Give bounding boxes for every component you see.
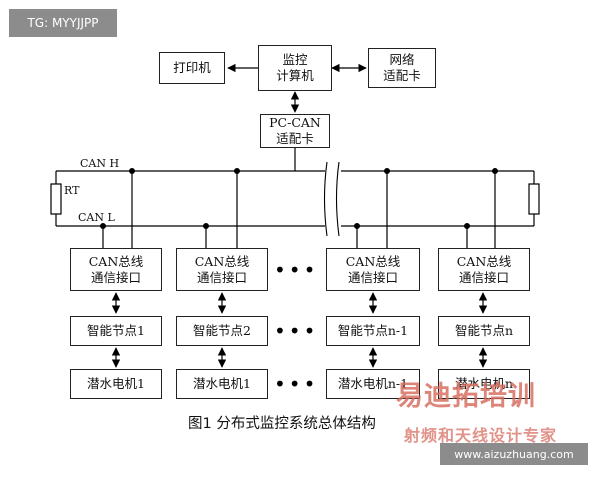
smart-node-box-4: 智能节点n	[438, 316, 530, 346]
smart-node-box-3: 智能节点n-1	[326, 316, 420, 346]
terminal-resistor-left	[50, 183, 62, 215]
can-interface-box-1: CAN总线 通信接口	[70, 248, 162, 291]
rt-label: RT	[64, 184, 80, 197]
can-interface-box-3: CAN总线 通信接口	[326, 248, 420, 291]
computer-label-2: 计算机	[276, 68, 314, 83]
motor-box-3: 潜水电机n-1	[326, 369, 420, 399]
motor-label-3: 潜水电机n-1	[337, 376, 409, 391]
bus-break-mark-2	[335, 161, 340, 237]
watermark-subtitle: 射频和天线设计专家	[404, 426, 558, 445]
motor-label-1: 潜水电机1	[87, 376, 145, 391]
can-l-label: CAN L	[78, 211, 115, 224]
can-interface-label-2a: CAN总线	[194, 253, 250, 269]
smart-node-label-4: 智能节点n	[454, 323, 514, 338]
smart-node-box-1: 智能节点1	[70, 316, 162, 346]
can-h-label: CAN H	[80, 157, 120, 170]
can-interface-label-4b: 通信接口	[458, 269, 509, 285]
network-card-label-2: 适配卡	[383, 68, 421, 83]
terminal-resistor-right	[528, 183, 540, 215]
printer-label: 打印机	[173, 60, 211, 75]
motor-label-4: 潜水电机n	[454, 376, 514, 391]
pc-can-label-1: PC-CAN	[269, 115, 321, 130]
motor-box-4: 潜水电机n	[438, 369, 530, 399]
network-card-box: 网络 适配卡	[368, 48, 436, 88]
watermark-logo: 易迪拓培训	[396, 381, 536, 412]
ellipsis-row-1: •••	[274, 258, 319, 282]
can-interface-label-2b: 通信接口	[196, 269, 247, 285]
motor-box-2: 潜水电机1	[176, 369, 268, 399]
smart-node-label-2: 智能节点2	[193, 323, 251, 338]
smart-node-box-2: 智能节点2	[176, 316, 268, 346]
can-interface-label-3b: 通信接口	[347, 269, 398, 285]
watermark-url: www.aizuzhuang.com	[440, 443, 588, 465]
column-4-taps	[464, 168, 499, 248]
column-1-taps	[99, 168, 136, 248]
computer-label-1: 监控	[282, 52, 308, 67]
corner-tag: TG: MYYJJPP	[9, 9, 117, 37]
motor-box-1: 潜水电机1	[70, 369, 162, 399]
smart-node-label-3: 智能节点n-1	[337, 323, 409, 338]
monitor-computer-box: 监控 计算机	[258, 45, 332, 91]
column-3-taps	[354, 168, 391, 248]
can-interface-label-3a: CAN总线	[345, 253, 401, 269]
smart-node-label-1: 智能节点1	[87, 323, 145, 338]
can-interface-label-4a: CAN总线	[456, 253, 512, 269]
can-interface-label-1b: 通信接口	[90, 269, 141, 285]
figure-caption: 图1 分布式监控系统总体结构	[188, 416, 376, 432]
can-interface-box-2: CAN总线 通信接口	[176, 248, 268, 291]
motor-label-2: 潜水电机1	[193, 376, 251, 391]
can-interface-label-1a: CAN总线	[88, 253, 144, 269]
pc-can-card-box: PC-CAN 适配卡	[260, 114, 330, 148]
column-2-taps	[203, 168, 241, 248]
network-card-label-1: 网络	[389, 52, 415, 67]
ellipsis-row-3: •••	[274, 372, 319, 396]
pc-can-label-2: 适配卡	[276, 131, 314, 146]
printer-box: 打印机	[159, 52, 225, 84]
can-interface-box-4: CAN总线 通信接口	[438, 248, 530, 291]
ellipsis-row-2: •••	[274, 319, 319, 343]
bus-break-mark-1	[323, 161, 328, 237]
